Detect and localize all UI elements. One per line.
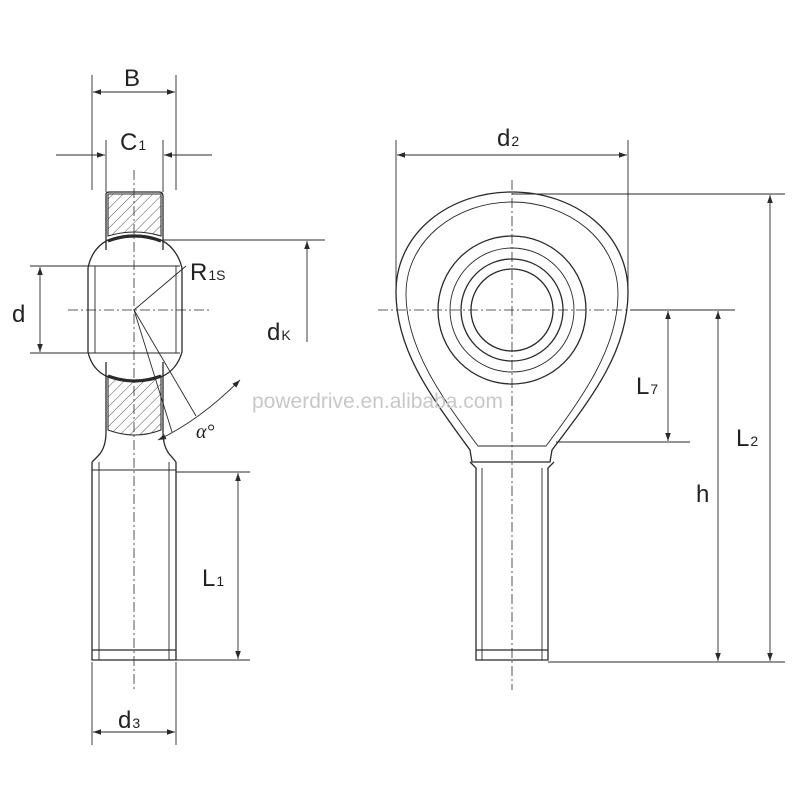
lower-liner [107, 374, 162, 383]
label-L7: L7 [636, 373, 658, 400]
alpha-dimension-arc [157, 379, 241, 441]
label-alpha: α° [196, 421, 215, 443]
watermark: powerdrive.en.alibaba.com [252, 390, 503, 413]
rod-end-eye-outer [395, 191, 629, 463]
housing-top-outline [105, 191, 164, 236]
label-d: d [12, 301, 25, 328]
front-view [378, 140, 785, 690]
label-dK: dK [267, 319, 291, 346]
label-L1: L1 [202, 565, 224, 592]
upper-housing-section [107, 193, 162, 237]
label-B: B [124, 65, 140, 92]
front-threaded-shank [469, 461, 555, 661]
label-h: h [696, 481, 709, 508]
lower-housing-section [107, 375, 162, 436]
label-C1: C1 [120, 129, 146, 156]
side-view [30, 75, 325, 745]
upper-liner [107, 234, 162, 243]
label-R1s: R1S [190, 259, 225, 286]
label-L2: L2 [736, 425, 758, 452]
label-d2: d2 [497, 125, 519, 152]
inner-ball [87, 234, 183, 383]
label-d3: d3 [118, 707, 140, 734]
